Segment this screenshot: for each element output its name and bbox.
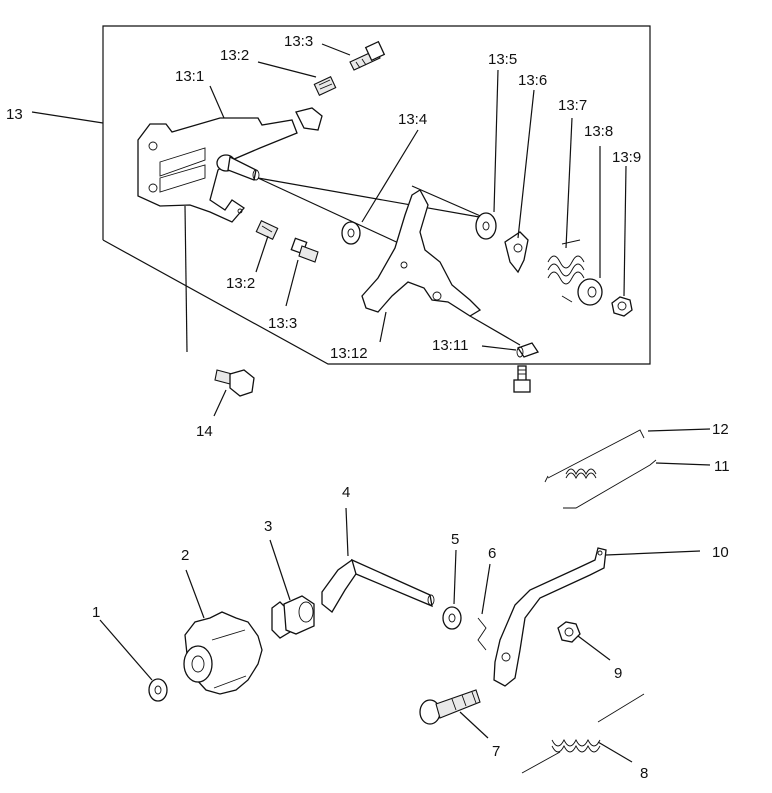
- label-14: 14: [196, 423, 213, 440]
- gear-2: [183, 611, 263, 695]
- label-2: 2: [181, 547, 189, 564]
- washer-13-5: [475, 212, 497, 240]
- control-lever-10: [493, 547, 607, 687]
- bolt-outside-box: [513, 365, 531, 393]
- spring-washer-6: [477, 617, 487, 651]
- spring-pin-13-2-upper: [313, 76, 337, 96]
- label-3: 3: [264, 518, 272, 535]
- label-12: 12: [712, 421, 729, 438]
- collar-3: [271, 595, 315, 639]
- assembly-13-boundary: [31, 25, 651, 365]
- label-13-12: 13:12: [330, 345, 368, 362]
- screw-13-3-upper: [349, 40, 386, 71]
- label-10: 10: [712, 544, 729, 561]
- label-5: 5: [451, 531, 459, 548]
- label-13-1: 13:1: [175, 68, 204, 85]
- washer-13-4: [341, 221, 361, 245]
- label-13-11: 13:11: [432, 337, 468, 354]
- washer-5: [442, 606, 462, 630]
- main-lever-13-12: [361, 185, 486, 317]
- label-13-2-lower: 13:2: [226, 275, 255, 292]
- label-9: 9: [614, 665, 622, 682]
- label-13-4: 13:4: [398, 111, 427, 128]
- spring-8: [521, 693, 645, 774]
- callout-labels: 13 13:1 13:2 13:3 13:4 13:5 13:6 13:7 13…: [6, 33, 730, 782]
- label-13-9: 13:9: [612, 149, 641, 166]
- clip-13-6: [504, 231, 529, 274]
- flange-bolt-14: [184, 205, 255, 397]
- pin-13-11: [469, 315, 540, 358]
- label-13-7: 13:7: [558, 97, 587, 114]
- washer-1: [148, 678, 168, 702]
- shaft-lever-4: [321, 558, 435, 613]
- label-1: 1: [92, 604, 100, 621]
- label-7: 7: [492, 743, 500, 760]
- coil-spring-13-7: [547, 239, 585, 303]
- label-13-3-upper: 13:3: [284, 33, 313, 50]
- label-13: 13: [6, 106, 23, 123]
- spring-rod-12: [544, 429, 645, 483]
- screw-13-3-lower: [290, 237, 319, 263]
- label-13-6: 13:6: [518, 72, 547, 89]
- nut-9: [557, 621, 581, 643]
- bushing-13-8: [577, 278, 603, 306]
- label-8: 8: [640, 765, 648, 782]
- nut-13-9: [611, 296, 633, 317]
- label-13-5: 13:5: [488, 51, 517, 68]
- label-13-3-lower: 13:3: [268, 315, 297, 332]
- label-13-8: 13:8: [584, 123, 613, 140]
- label-13-2-upper: 13:2: [220, 47, 249, 64]
- spring-pin-13-2-lower: [255, 220, 279, 240]
- link-rod-11: [563, 459, 657, 509]
- label-11: 11: [714, 458, 730, 475]
- label-4: 4: [342, 484, 350, 501]
- shoulder-bolt-7: [419, 689, 481, 725]
- label-6: 6: [488, 545, 496, 562]
- leader-lines: [99, 43, 711, 763]
- shaft-pin: [216, 154, 486, 247]
